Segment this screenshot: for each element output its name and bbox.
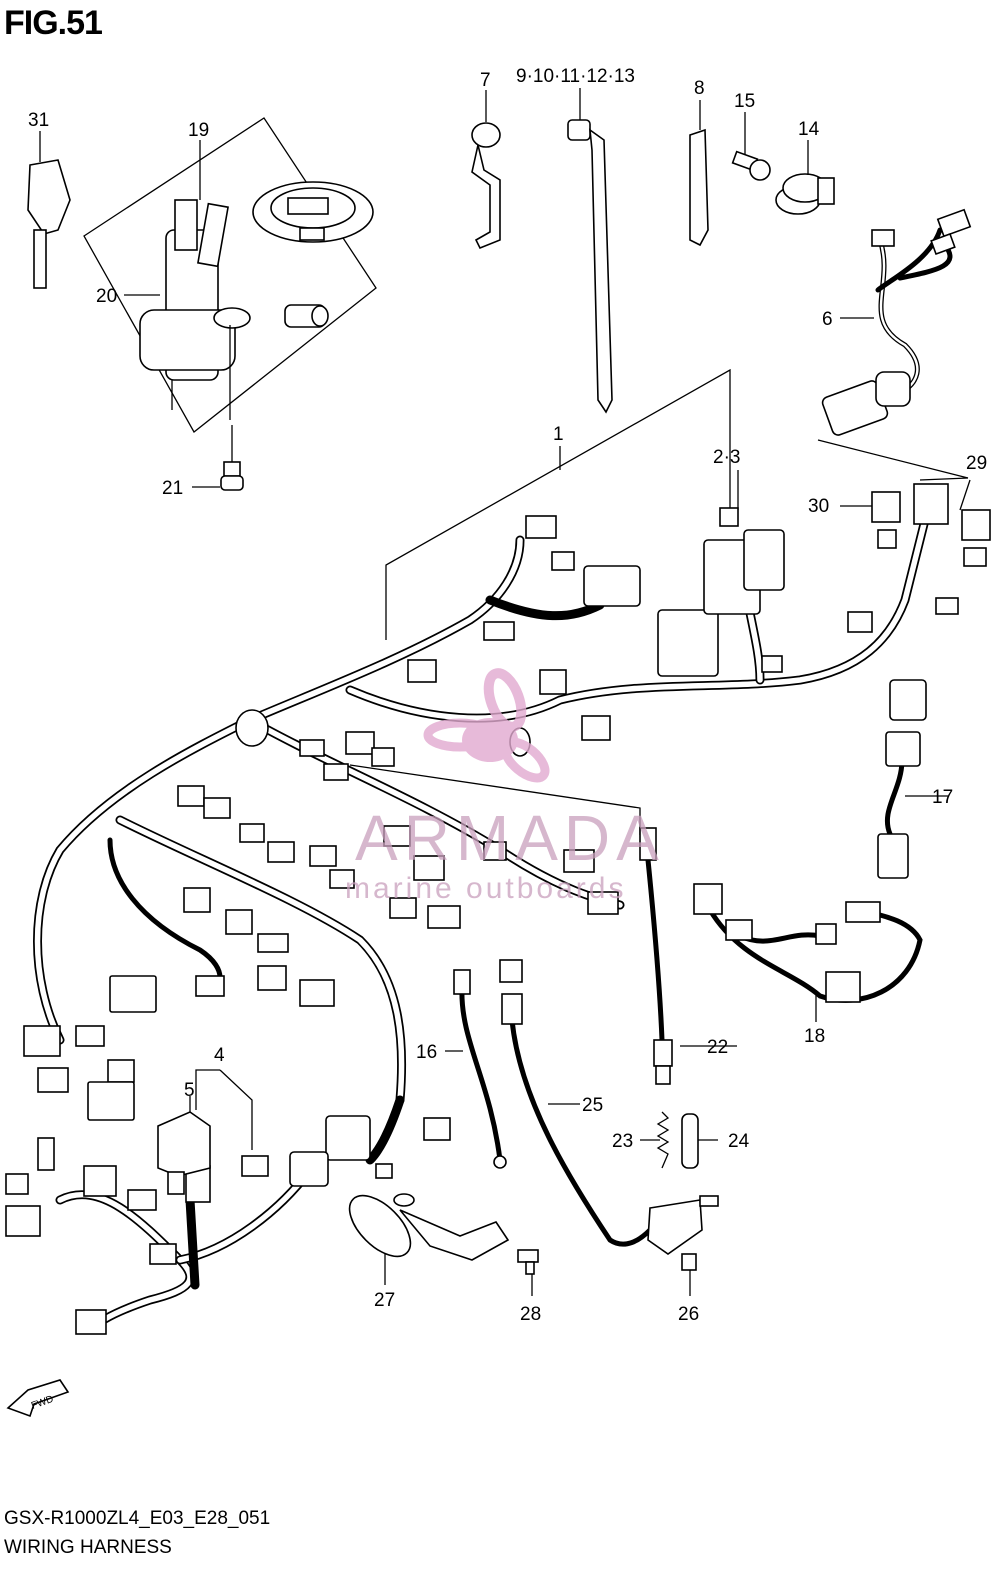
fwd-direction-icon: FWD (6, 1379, 70, 1418)
hose-clamp-part (775, 140, 835, 215)
watermark-logo-icon (423, 668, 550, 783)
callout-15: 15 (734, 91, 755, 112)
spring-23 (656, 1111, 670, 1169)
callout-27: 27 (374, 1290, 395, 1311)
relay-cover-part (157, 1096, 211, 1195)
callout-29: 29 (966, 453, 987, 474)
callout-19: 19 (188, 120, 209, 141)
sleeve-24 (681, 1113, 699, 1169)
callout-16: 16 (416, 1042, 437, 1063)
key-part (27, 131, 71, 289)
sub-harness-18 (693, 883, 923, 1003)
ignition-switch-part (139, 199, 251, 420)
ignition-screw (192, 425, 244, 491)
watermark-tagline: marine outboards (345, 872, 626, 905)
seat-lock-part (284, 304, 329, 328)
callout-25: 25 (582, 1095, 603, 1116)
callout-28: 28 (520, 1304, 541, 1325)
callout-17: 17 (932, 787, 953, 808)
callout-7: 7 (480, 70, 491, 91)
callout-22: 22 (707, 1037, 728, 1058)
callout-31: 31 (28, 110, 49, 131)
watermark-brand: ARMADA (355, 802, 665, 874)
bracket-part (471, 90, 501, 250)
sensor-22 (639, 827, 673, 1085)
callout-30: 30 (808, 496, 829, 517)
cable-tie-part (567, 88, 613, 414)
bolt-part (731, 112, 771, 181)
callout-23: 23 (612, 1131, 633, 1152)
clamp-part (689, 100, 709, 247)
figure-code: GSX-R1000ZL4_E03_E28_051 (4, 1508, 271, 1529)
callout-24: 24 (728, 1131, 750, 1152)
callout-14: 14 (798, 119, 820, 140)
callout-4: 4 (214, 1045, 225, 1066)
callout-26: 26 (678, 1304, 699, 1325)
lead-wire-25 (499, 959, 653, 1247)
callout-6: 6 (822, 309, 833, 330)
screw-28 (517, 1249, 539, 1275)
callout-1: 1 (553, 424, 564, 445)
callout-21: 21 (162, 478, 183, 499)
callout-18: 18 (804, 1026, 825, 1047)
callout-9-13: 9·10·11·12·13 (516, 66, 635, 87)
callout-8: 8 (694, 78, 705, 99)
callout-20: 20 (96, 286, 117, 307)
callout-2-3: 2·3 (713, 447, 740, 468)
figure-title: FIG.51 (4, 4, 103, 42)
callout-labels: 31 19 20 21 7 9·10·11·12·13 8 15 14 6 1 … (28, 66, 987, 1325)
harness-connectors (5, 483, 991, 1335)
watermark: ARMADA marine outboards (345, 668, 665, 905)
lead-wire-16 (453, 969, 507, 1169)
fuel-cap-part (252, 181, 374, 243)
horn-part (348, 1193, 510, 1261)
callout-5: 5 (184, 1080, 195, 1101)
leader-lines (124, 294, 971, 1296)
figure-name: WIRING HARNESS (4, 1537, 172, 1558)
sub-harness-17 (877, 731, 921, 879)
switch-assy (647, 1195, 719, 1271)
lead-wire-6 (821, 208, 972, 436)
